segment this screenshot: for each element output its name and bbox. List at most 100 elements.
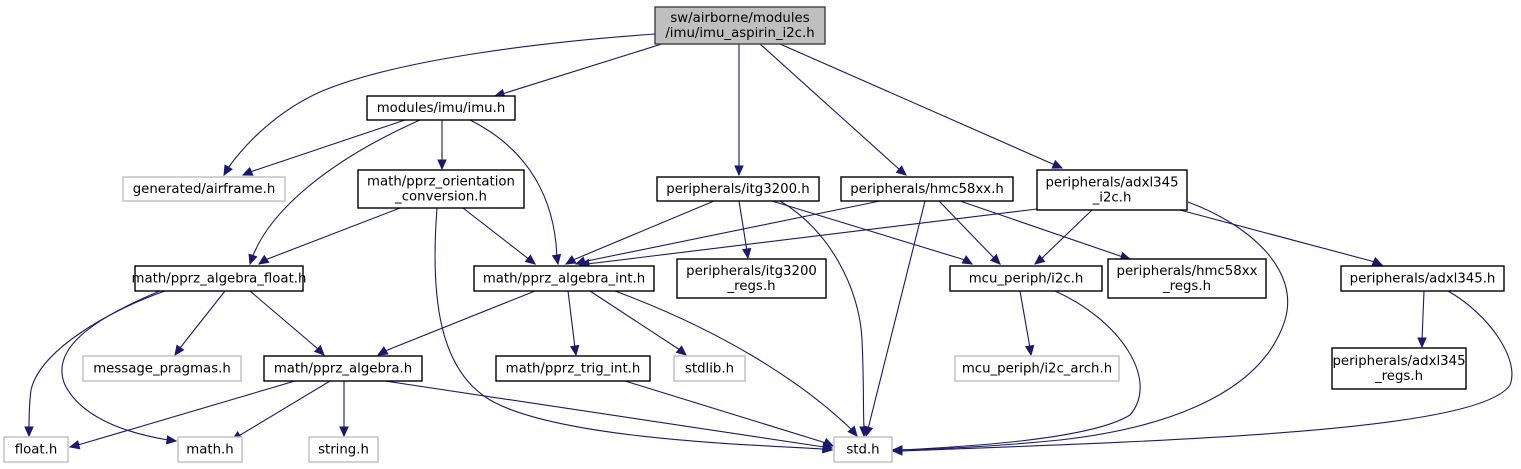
edge-imu-to-orient	[437, 120, 447, 171]
node-label: _i2c.h	[1092, 191, 1132, 206]
arrowhead-icon	[68, 440, 81, 450]
edge-line	[384, 380, 833, 449]
node-box[interactable]	[1036, 169, 1188, 211]
node-box[interactable]	[840, 176, 1014, 202]
edge-line	[893, 201, 1289, 451]
arrowhead-icon	[741, 247, 752, 260]
edge-hmc58xx-to-std	[864, 200, 926, 438]
edge-itg3200-to-i2c	[771, 200, 974, 265]
arrowhead-icon	[1417, 337, 1427, 349]
node-adxl-regs[interactable]: peripherals/adxl345_regs.h	[1331, 347, 1467, 390]
edge-root-to-adxl_i2c	[779, 43, 1064, 169]
node-box[interactable]	[654, 6, 826, 45]
node-string: string.h	[308, 436, 379, 463]
node-label: peripherals/hmc58xx.h	[850, 182, 1004, 197]
node-box	[82, 355, 242, 382]
edge-alg_int-to-trig_int	[567, 290, 580, 357]
node-adxl[interactable]: peripherals/adxl345.h	[1340, 265, 1505, 292]
node-box	[122, 176, 286, 202]
arrowhead-icon	[524, 254, 536, 265]
node-box[interactable]	[357, 169, 525, 209]
node-alg-int[interactable]: math/pprz_algebra_int.h	[473, 265, 655, 292]
node-label: string.h	[318, 443, 369, 458]
node-label: _regs.h	[1162, 279, 1211, 294]
node-label: math/pprz_algebra.h	[274, 362, 412, 377]
arrowhead-icon	[989, 253, 1001, 265]
node-alg-float[interactable]: math/pprz_algebra_float.h	[132, 265, 307, 292]
node-adxl-i2c[interactable]: peripherals/adxl345_i2c.h	[1036, 169, 1188, 211]
edge-line	[614, 290, 858, 437]
edge-adxl-to-std	[891, 290, 1513, 456]
arrowhead-icon	[891, 446, 903, 456]
node-label: message_pragmas.h	[93, 362, 231, 377]
edge-orient-to-alg_float	[257, 207, 401, 265]
edge-line	[771, 200, 973, 265]
edge-alg_int-to-stdlib	[589, 290, 687, 356]
node-i2c-arch: mcu_periph/i2c_arch.h	[954, 355, 1120, 382]
edge-orient-to-std	[434, 207, 834, 454]
node-i2c[interactable]: mcu_periph/i2c.h	[949, 265, 1103, 292]
edge-alg_float-to-math	[61, 290, 178, 445]
node-alg[interactable]: math/pprz_algebra.h	[263, 355, 423, 382]
edge-alg_int-to-alg	[376, 290, 536, 356]
edge-itg3200-to-itg_regs	[738, 200, 752, 260]
node-box[interactable]	[676, 258, 827, 299]
edge-alg_float-to-msg_pragmas	[174, 290, 226, 357]
edge-alg-to-std	[384, 380, 834, 452]
node-label: peripherals/hmc58xx	[1117, 264, 1258, 279]
node-label: math/pprz_trig_int.h	[506, 362, 641, 377]
node-label: generated/airframe.h	[133, 182, 276, 197]
edge-line	[589, 290, 687, 356]
arrowhead-icon	[313, 344, 325, 356]
node-label: float.h	[15, 443, 58, 458]
node-box[interactable]	[134, 265, 304, 292]
node-label: math.h	[186, 443, 233, 458]
node-itg3200[interactable]: peripherals/itg3200.h	[656, 176, 820, 202]
edge-alg_int-to-std	[614, 290, 858, 437]
node-orient[interactable]: math/pprz_orientation_conversion.h	[357, 169, 525, 209]
node-box[interactable]	[263, 355, 423, 382]
edge-line	[174, 290, 226, 356]
node-label: stdlib.h	[685, 362, 734, 377]
node-hmc-regs[interactable]: peripherals/hmc58xx_regs.h	[1107, 258, 1267, 299]
edge-line	[231, 380, 331, 441]
node-itg-regs[interactable]: peripherals/itg3200_regs.h	[676, 258, 827, 299]
node-box	[3, 436, 69, 463]
node-hmc58xx[interactable]: peripherals/hmc58xx.h	[840, 176, 1014, 202]
arrowhead-icon	[847, 425, 858, 437]
arrowhead-icon	[961, 255, 974, 265]
node-label: peripherals/itg3200.h	[666, 182, 809, 197]
arrowhead-icon	[569, 344, 580, 357]
node-box[interactable]	[366, 95, 516, 121]
edge-line	[865, 200, 926, 437]
node-trig-int[interactable]: math/pprz_trig_int.h	[495, 355, 651, 382]
edge-adxl_i2c-to-std	[891, 201, 1289, 455]
node-box[interactable]	[1340, 265, 1505, 292]
node-box[interactable]	[1331, 347, 1467, 390]
node-box	[673, 355, 746, 382]
node-label: std.h	[846, 443, 879, 458]
node-label: /imu/imu_aspirin_i2c.h	[665, 26, 814, 41]
edge-line	[377, 290, 536, 356]
node-root[interactable]: sw/airborne/modules/imu/imu_aspirin_i2c.…	[654, 6, 826, 45]
edge-line	[61, 290, 177, 442]
arrowhead-icon	[822, 437, 835, 447]
edge-alg-to-string	[339, 381, 349, 438]
node-label: mcu_periph/i2c_arch.h	[962, 362, 1112, 377]
node-box[interactable]	[495, 355, 651, 382]
edge-line	[567, 290, 577, 356]
edge-hmc58xx-to-i2c	[938, 200, 1001, 265]
edge-line	[1019, 290, 1032, 356]
node-box[interactable]	[656, 176, 820, 202]
edge-line	[893, 290, 1141, 451]
edge-line	[624, 380, 834, 447]
arrowhead-icon	[339, 426, 349, 438]
node-box[interactable]	[949, 265, 1103, 292]
node-box[interactable]	[473, 265, 655, 292]
node-box[interactable]	[1107, 258, 1267, 299]
node-label: peripherals/itg3200	[686, 264, 817, 279]
node-label: peripherals/adxl345	[1332, 354, 1465, 369]
arrowhead-icon	[248, 253, 258, 266]
arrowhead-icon	[1024, 344, 1035, 357]
node-imu[interactable]: modules/imu/imu.h	[366, 95, 516, 121]
